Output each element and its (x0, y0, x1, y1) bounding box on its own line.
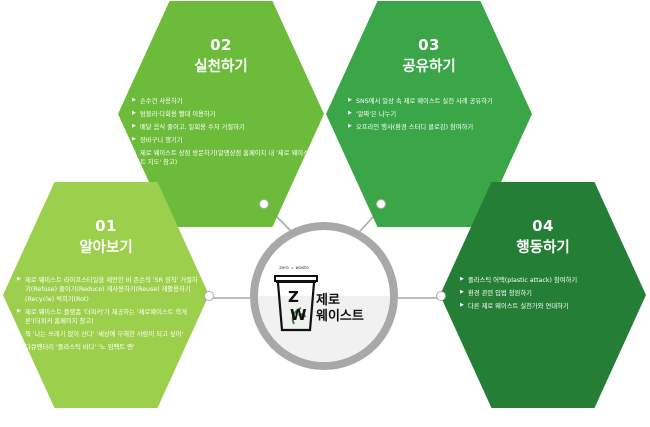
section-number: 02 (210, 36, 232, 54)
triangle-right-icon: ▶ (17, 307, 21, 314)
section-title: 실천하기 (194, 59, 248, 75)
section-number: 04 (532, 217, 554, 235)
section-title: 알아보기 (79, 240, 133, 256)
triangle-right-icon: ▶ (348, 109, 352, 116)
center-title: 제로 웨이스트 (316, 293, 386, 326)
list-item: ▶텀블러·다회용 빨대 이용하기 (132, 109, 216, 118)
list-item: ▶제로 웨이스트 상점 방문하기(알맹상점 홈페이지 내 '제로 웨이스트 지도… (132, 148, 309, 167)
cup-letter-z: Z (288, 288, 299, 306)
center-title-line2: 웨이스트 (316, 309, 364, 325)
section-item-list: ▶SNS에서 일상 속 제로 웨이스트 실천 사례 공유하기 ▶'알짜'은 나누… (348, 97, 516, 136)
list-item: ▶제로 웨이스트 플랫폼 '더피커'가 제공하는 '제로웨이스트 학개론'(더피… (17, 307, 188, 326)
connector-node-01 (204, 291, 214, 301)
triangle-right-icon: ▶ (132, 97, 136, 103)
triangle-right-icon: ▶ (348, 97, 352, 103)
section-item-list: ▶손수건 사용하기 ▶텀블러·다회용 빨대 이용하기 ▶배달 음식 줄이고, 일… (132, 97, 312, 171)
section-title: 공유하기 (402, 59, 456, 75)
connector-node-02 (259, 199, 269, 209)
list-item: ▶환경 관련 입법 청원하기 (460, 288, 532, 297)
list-item: ▶책 '나는 쓰레기 없이 산다' '세상에 무해한 사람이 되고 싶어' (17, 330, 184, 339)
connector-node-04 (436, 291, 446, 301)
list-item: ▶장바구니 챙기기 (132, 135, 183, 144)
section-title: 행동하기 (516, 240, 570, 256)
triangle-right-icon: ▶ (17, 276, 21, 282)
list-item: ▶제로 웨이스트 라이프스타일을 제안한 비 존슨의 '5R 원칙' 거절하기(… (17, 276, 198, 303)
triangle-right-icon: ▶ (460, 301, 464, 308)
list-item: ▶플라스틱 어택(plastic attack) 참여하기 (460, 276, 578, 284)
list-item: ▶배달 음식 줄이고, 일회용 수저 거절하기 (132, 122, 245, 131)
triangle-right-icon: ▶ (132, 135, 136, 142)
list-item: ▶다큐멘터리 '플라스틱 바다' '노 임팩트 맨' (17, 343, 135, 352)
list-item: ▶다른 제로 웨이스트 실천가와 연대하기 (460, 301, 569, 310)
section-number: 01 (95, 217, 117, 235)
triangle-right-icon: ▶ (460, 276, 464, 282)
triangle-right-icon: ▶ (132, 122, 136, 129)
list-item: ▶SNS에서 일상 속 제로 웨이스트 실천 사례 공유하기 (348, 97, 493, 105)
center-title-line1: 제로 (316, 293, 340, 308)
connector-node-03 (376, 199, 386, 209)
triangle-right-icon: ▶ (460, 288, 464, 295)
section-item-list: ▶플라스틱 어택(plastic attack) 참여하기 ▶환경 관련 입법 … (460, 276, 632, 315)
cup-letter-w: W (290, 306, 307, 324)
list-item: ▶오프라인 행사(환경 스터디 클로깅) 참여하기 (348, 122, 474, 131)
triangle-right-icon: ▶ (348, 122, 352, 129)
list-item: ▶손수건 사용하기 (132, 97, 183, 105)
list-item: ▶'알짜'은 나누기 (348, 109, 397, 118)
section-number: 03 (418, 36, 440, 54)
section-item-list: ▶제로 웨이스트 라이프스타일을 제안한 비 존슨의 '5R 원칙' 거절하기(… (17, 276, 199, 356)
triangle-right-icon: ▶ (132, 109, 136, 116)
cup-icon (274, 275, 318, 332)
cup-subtitle: zero = waste (279, 266, 309, 271)
